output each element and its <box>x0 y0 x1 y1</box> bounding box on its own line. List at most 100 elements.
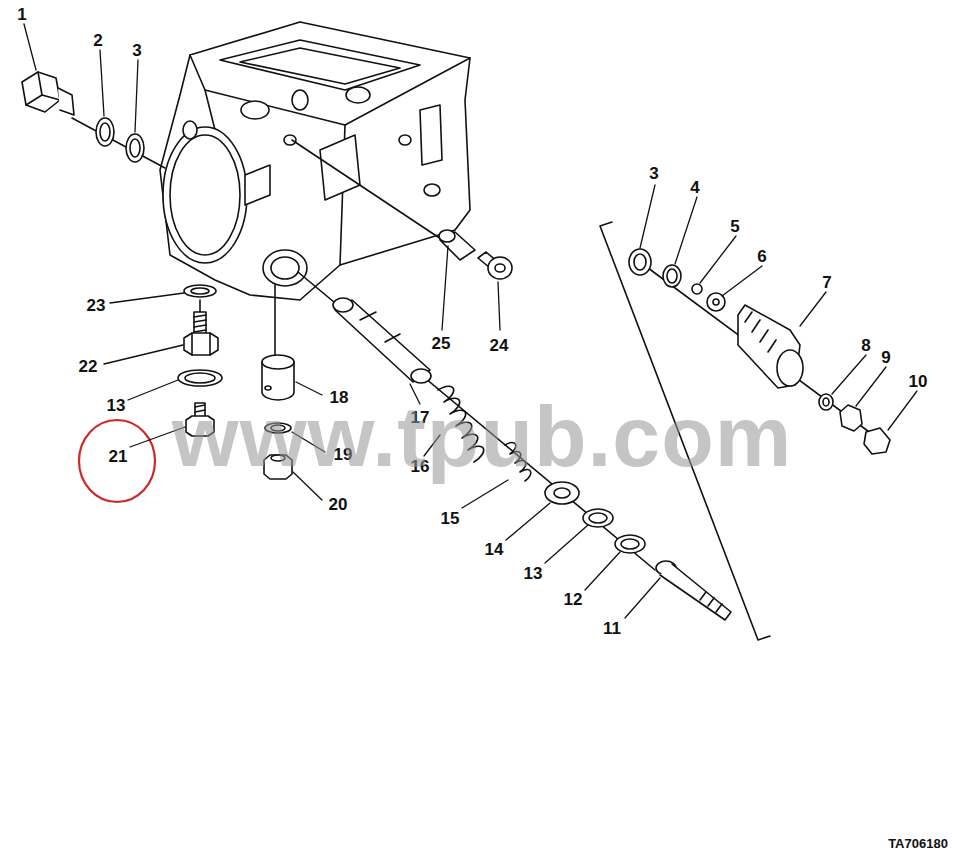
callout-number: 15 <box>441 510 460 527</box>
plug-1 <box>22 72 74 115</box>
screw-24-25 <box>439 230 512 279</box>
washers-2-3-shape <box>126 134 144 162</box>
plug-1-shape <box>26 72 60 105</box>
pump-housing-shape <box>163 127 247 263</box>
figure-code: TA706180 <box>888 837 948 850</box>
leader-lines-shape <box>100 50 104 116</box>
seat-14-rings-12-13 <box>545 482 645 553</box>
left-stack-shape <box>194 312 206 335</box>
right-stack-shape <box>692 284 702 294</box>
left-stack-shape <box>192 333 210 355</box>
plug-1-shape <box>58 88 74 115</box>
pump-housing-shape <box>240 48 400 84</box>
screw-24-25-shape <box>495 264 505 272</box>
leader-lines-shape <box>640 185 655 248</box>
leader-lines-shape <box>700 236 736 283</box>
callout-number: 14 <box>485 541 504 558</box>
callout-number: 23 <box>87 297 106 314</box>
leader-lines-shape <box>24 24 36 70</box>
washers-2-3-shape <box>96 118 114 146</box>
callout-number: 11 <box>603 620 621 637</box>
pump-housing-shape <box>346 87 370 103</box>
axis-lines-shape <box>274 285 276 355</box>
callout-number: 7 <box>822 274 831 291</box>
left-stack-shape <box>184 285 216 297</box>
seat-14-rings-12-13-shape <box>583 509 613 527</box>
washers-2-3 <box>96 118 144 162</box>
pump-housing-shape <box>271 257 299 279</box>
plunger-17-shape <box>333 298 353 312</box>
right-stack-shape <box>823 398 829 406</box>
callout-number: 6 <box>757 248 766 265</box>
washers-2-3-shape <box>130 139 140 157</box>
plunger-17-shape <box>335 300 430 382</box>
washers-2-3-shape <box>100 123 110 141</box>
callout-number: 1 <box>17 6 26 23</box>
seat-14-rings-12-13-shape <box>589 513 607 523</box>
callout-number: 10 <box>909 373 928 390</box>
leader-lines-shape <box>104 345 183 364</box>
callout-number: 13 <box>524 565 543 582</box>
pump-housing-shape <box>205 90 215 130</box>
plunger-17-shape <box>360 312 400 342</box>
pump-housing-shape <box>420 105 442 165</box>
seat-14-rings-12-13-shape <box>545 482 579 504</box>
leader-lines-shape <box>506 503 550 540</box>
right-left-stack-shape <box>265 386 271 390</box>
callout-number: 24 <box>490 337 509 354</box>
callout-number: 5 <box>730 218 739 235</box>
right-stack-shape <box>745 312 776 352</box>
callout-number: 12 <box>564 591 583 608</box>
leader-lines-shape <box>800 292 826 326</box>
pump-housing <box>160 22 470 300</box>
callout-number: 3 <box>649 165 658 182</box>
leader-lines-shape <box>128 380 178 400</box>
pump-housing-shape <box>160 22 470 300</box>
left-stack-shape <box>191 288 209 294</box>
callout-number: 22 <box>79 358 98 375</box>
leader-lines-shape <box>832 355 866 394</box>
seat-14-rings-12-13-shape <box>621 539 639 549</box>
seat-14-rings-12-13-shape <box>615 535 645 553</box>
axis-lines-shape <box>72 118 165 168</box>
leader-lines-shape <box>442 246 448 330</box>
callout-number: 4 <box>690 179 699 196</box>
leader-lines-shape <box>498 282 500 330</box>
seat-14-rings-12-13-shape <box>554 488 570 498</box>
callout-number: 2 <box>93 32 102 49</box>
right-stack-shape <box>663 265 681 287</box>
right-stack-shape <box>634 254 646 270</box>
callout-number: 21 <box>109 448 128 465</box>
shaft-11 <box>656 561 731 620</box>
axis-lines <box>72 118 880 570</box>
leader-lines-shape <box>110 293 184 303</box>
watermark: www.tpub.com <box>172 393 792 479</box>
shaft-11-shape <box>700 592 722 612</box>
callout-number: 3 <box>132 42 141 59</box>
pump-housing-shape <box>399 135 411 145</box>
leader-lines-shape <box>545 525 588 563</box>
pump-housing-shape <box>292 90 308 110</box>
right-stack-shape <box>864 428 890 454</box>
leader-lines-shape <box>625 578 660 618</box>
screw-24-25-shape <box>488 257 512 279</box>
right-stack-shape <box>667 269 677 283</box>
right-stack-shape <box>819 394 833 410</box>
leader-lines-shape <box>722 266 762 296</box>
pump-housing-shape <box>241 101 269 119</box>
right-stack-shape <box>629 249 651 275</box>
pump-housing-shape <box>320 135 360 200</box>
axis-lines-shape <box>292 140 450 245</box>
pump-housing-shape <box>183 121 197 139</box>
pump-housing-shape <box>170 135 240 255</box>
leader-lines <box>24 24 917 618</box>
pump-housing-shape <box>245 165 270 205</box>
leader-lines-shape <box>888 391 917 430</box>
leader-lines-shape <box>585 552 620 590</box>
left-stack-shape <box>185 373 215 383</box>
shaft-11-shape <box>660 564 731 620</box>
callout-number: 25 <box>432 335 451 352</box>
right-stack-shape <box>713 299 719 305</box>
pump-housing-shape <box>263 250 307 286</box>
